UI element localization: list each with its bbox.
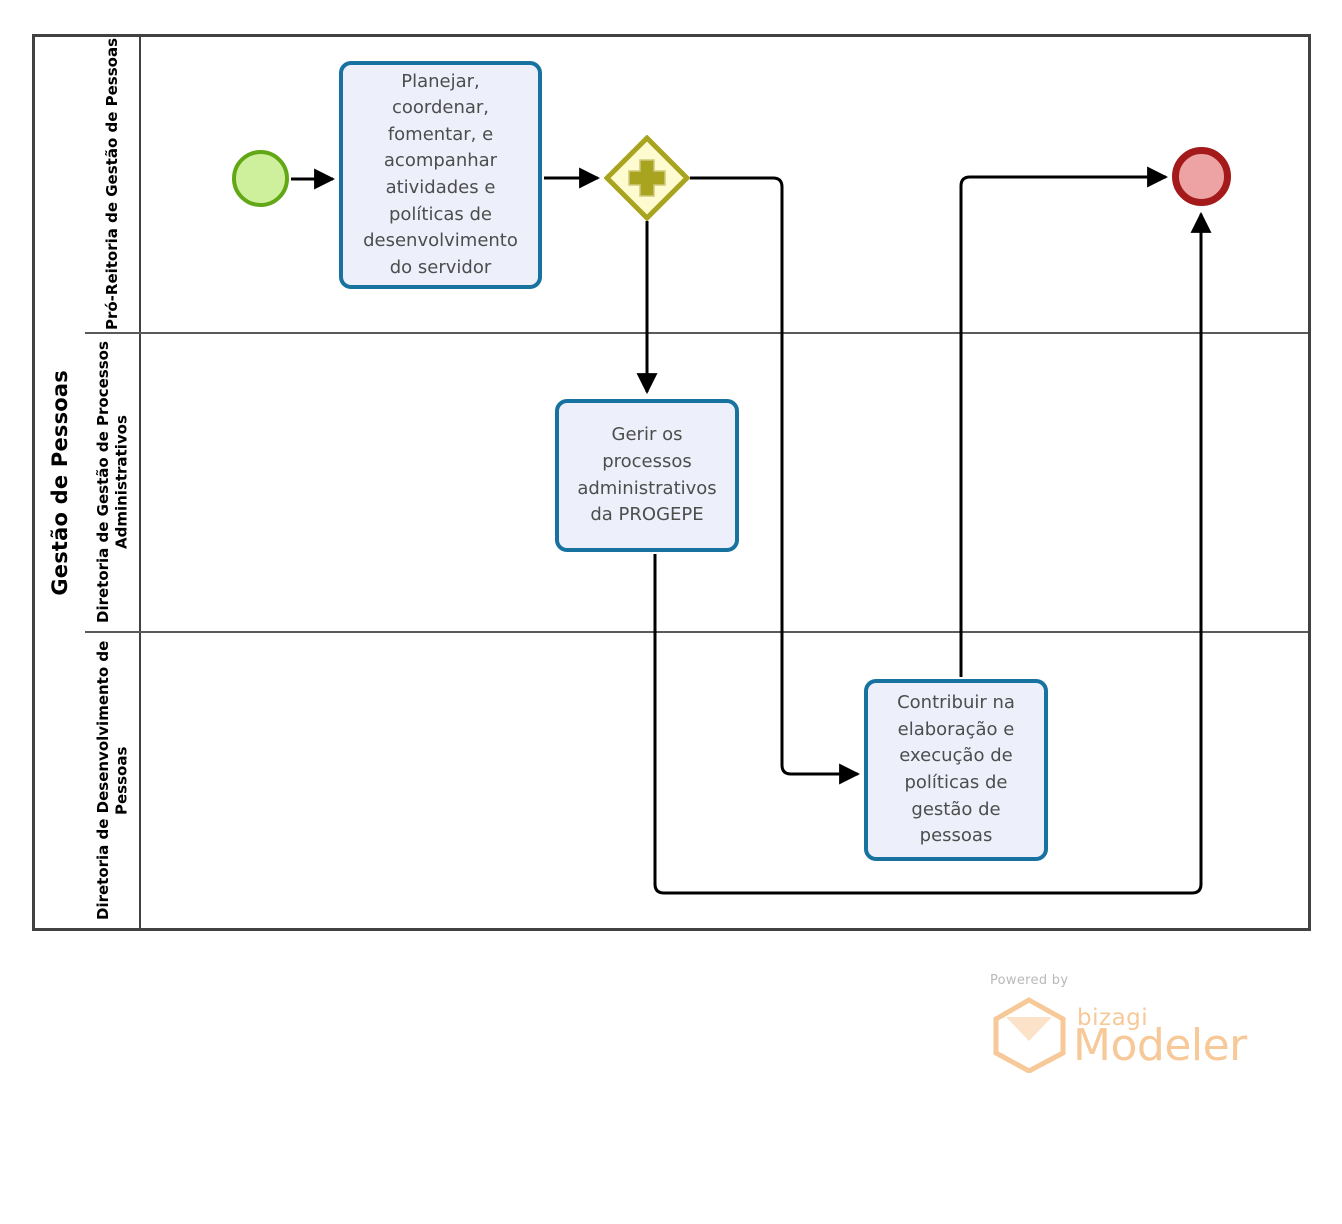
lane-diretoria-de-desenvolvimento-de-pessoas[interactable]: Diretoria de Desenvolvimento de Pessoas bbox=[85, 631, 1308, 928]
lane-header: Pró-Reitoria de Gestão de Pessoas bbox=[85, 37, 141, 332]
lane-label: Pró-Reitoria de Gestão de Pessoas bbox=[102, 38, 121, 331]
lane-header: Diretoria de Desenvolvimento de Pessoas bbox=[85, 633, 141, 928]
pool-header: Gestão de Pessoas bbox=[35, 37, 85, 928]
parallel-plus-icon bbox=[628, 159, 666, 197]
task-contribuir-elaboracao-execucao-politicas[interactable]: Contribuir na elaboração e execução de p… bbox=[864, 679, 1048, 861]
parallel-gateway[interactable] bbox=[604, 135, 690, 221]
task-planejar-coordenar-fomentar[interactable]: Planejar, coordenar, fomentar, e acompan… bbox=[339, 61, 542, 289]
task-gerir-processos-administrativos[interactable]: Gerir os processos administrativos da PR… bbox=[555, 399, 739, 552]
task-label: Contribuir na elaboração e execução de p… bbox=[897, 692, 1015, 847]
watermark-product-label: Modeler bbox=[1073, 1020, 1247, 1071]
lane-label: Diretoria de Desenvolvimento de Pessoas bbox=[93, 640, 130, 921]
lane-label: Diretoria de Gestão de Processos Adminis… bbox=[93, 341, 130, 624]
watermark-brand-label: bizagi bbox=[1077, 1005, 1149, 1031]
bizagi-watermark: Powered by bizagi Modeler bbox=[985, 973, 1247, 1074]
watermark-powered-by-label: Powered by bbox=[990, 973, 1069, 988]
pool-title: Gestão de Pessoas bbox=[48, 369, 72, 596]
task-label: Planejar, coordenar, fomentar, e acompan… bbox=[363, 70, 518, 278]
bizagi-hexagon-logo-icon bbox=[990, 997, 1070, 1077]
task-label: Gerir os processos administrativos da PR… bbox=[577, 424, 717, 526]
end-event[interactable] bbox=[1172, 147, 1231, 206]
start-event[interactable] bbox=[232, 150, 289, 207]
lane-header: Diretoria de Gestão de Processos Adminis… bbox=[85, 334, 141, 631]
lane-pro-reitoria-de-gestao-de-pessoas[interactable]: Pró-Reitoria de Gestão de Pessoas bbox=[85, 37, 1308, 332]
